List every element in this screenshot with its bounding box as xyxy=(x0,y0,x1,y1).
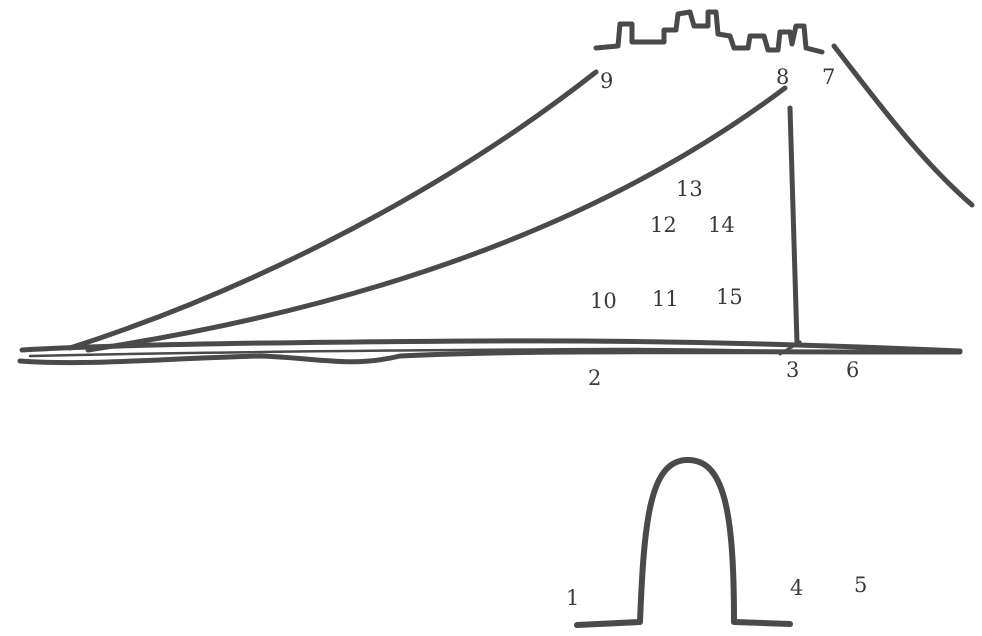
label-5: 5 xyxy=(854,573,867,597)
ground-line-lower xyxy=(17,349,963,366)
label-13: 13 xyxy=(676,177,703,201)
label-4: 4 xyxy=(790,576,803,600)
label-12: 12 xyxy=(650,213,677,237)
label-9: 9 xyxy=(600,69,613,93)
label-3: 3 xyxy=(786,358,799,382)
label-6: 6 xyxy=(846,358,859,382)
ground-tick xyxy=(778,340,802,356)
number-labels: 1 2 3 4 5 6 7 8 9 10 11 12 13 14 15 xyxy=(566,65,867,610)
top-profile xyxy=(593,9,825,55)
sketch-strokes xyxy=(17,9,975,628)
arch-shape xyxy=(574,456,793,628)
vertical-line xyxy=(787,105,800,346)
label-1: 1 xyxy=(566,586,579,610)
label-7: 7 xyxy=(822,65,835,89)
label-11: 11 xyxy=(652,287,679,311)
ground-line-upper xyxy=(19,338,963,354)
left-slope-curve xyxy=(67,69,599,351)
label-8: 8 xyxy=(776,65,789,89)
label-15: 15 xyxy=(716,285,743,309)
label-10: 10 xyxy=(590,289,617,313)
label-2: 2 xyxy=(588,366,601,390)
right-slope-curve xyxy=(831,43,975,208)
label-14: 14 xyxy=(708,213,735,237)
inner-curve xyxy=(85,85,788,353)
ground-line-faint xyxy=(28,347,862,358)
